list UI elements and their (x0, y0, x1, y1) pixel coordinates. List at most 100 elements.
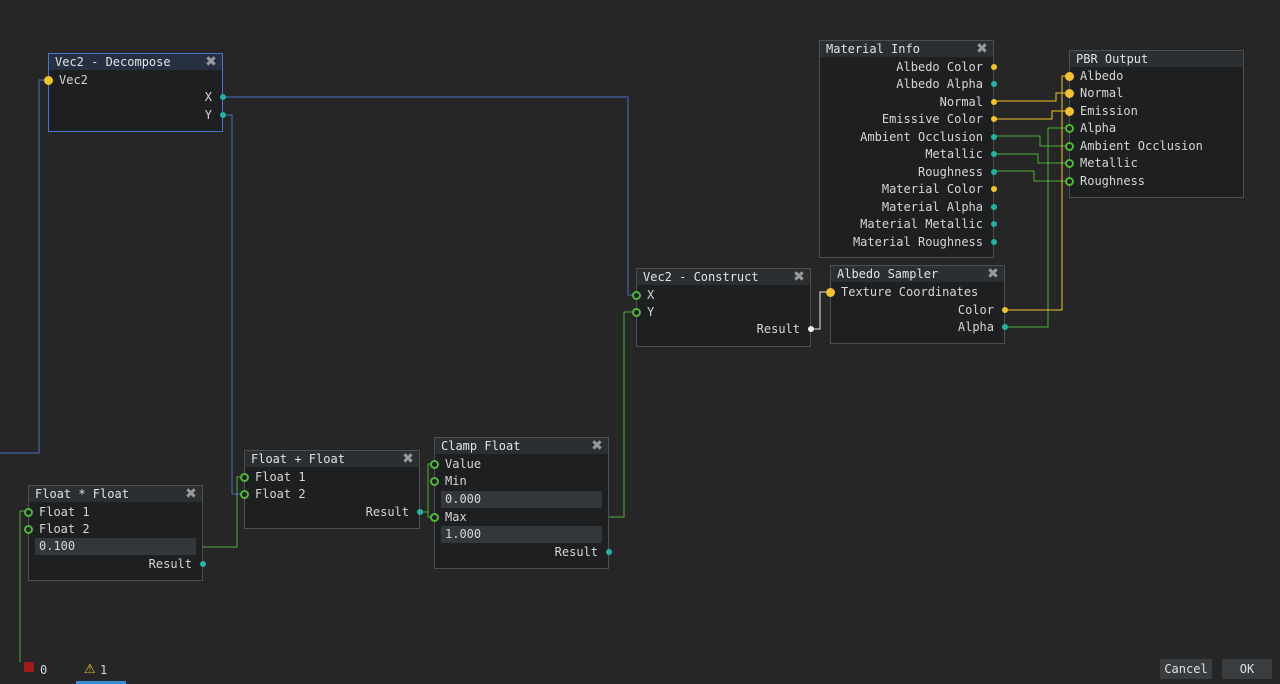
output-pin[interactable] (991, 239, 997, 245)
close-icon[interactable]: ✖ (205, 54, 217, 70)
input-pin[interactable] (1065, 89, 1074, 98)
node-title[interactable]: Vec2 - Construct ✖ (637, 269, 810, 285)
output-pin[interactable] (991, 151, 997, 157)
input-pin[interactable] (1065, 159, 1074, 168)
wire-emissive-to-pbr-emission (993, 110, 1069, 120)
node-title[interactable]: Material Info ✖ (820, 41, 993, 57)
input-pin[interactable] (44, 76, 53, 85)
input-row: Albedo (1065, 68, 1243, 85)
input-label: Y (647, 305, 655, 319)
ok-button[interactable]: OK (1222, 659, 1272, 679)
input-label: Value (445, 457, 482, 471)
output-pin[interactable] (991, 64, 997, 70)
node-title[interactable]: Albedo Sampler ✖ (831, 266, 1004, 282)
input-pin[interactable] (632, 308, 641, 317)
output-label: Result (148, 557, 192, 571)
input-row: Y (632, 304, 810, 321)
input-pin[interactable] (1065, 177, 1074, 186)
input-pin[interactable] (1065, 124, 1074, 133)
input-row: Metallic (1065, 155, 1243, 172)
node-vec2-construct[interactable]: Vec2 - Construct ✖ X Y Result (632, 268, 814, 347)
output-pin[interactable] (991, 99, 997, 105)
node-title[interactable]: Float * Float ✖ (29, 486, 202, 502)
error-icon[interactable] (24, 662, 34, 672)
input-label: Float 1 (255, 470, 306, 484)
output-pin[interactable] (991, 134, 997, 140)
output-label: Y (204, 108, 212, 122)
output-pin[interactable] (991, 186, 997, 192)
output-label: Material Color (881, 182, 983, 196)
output-label: Material Metallic (860, 217, 983, 231)
input-pin[interactable] (1065, 107, 1074, 116)
output-pin[interactable] (991, 221, 997, 227)
error-count: 0 (40, 663, 48, 677)
input-row: Max (430, 509, 608, 526)
node-clamp-float[interactable]: Clamp Float ✖ Value Min 0.000 Max 1.000 … (430, 437, 612, 569)
node-pbr-output[interactable]: PBR Output Albedo Normal Emission Alpha … (1065, 50, 1244, 198)
close-icon[interactable]: ✖ (793, 269, 805, 285)
wire-offscreen-to-decompose-vec2 (0, 79, 47, 454)
input-row: Vec2 (44, 72, 222, 89)
input-label: Float 2 (39, 522, 90, 536)
input-pin[interactable] (24, 508, 33, 517)
node-float-add[interactable]: Float + Float ✖ Float 1 Float 2 Result (240, 450, 423, 529)
input-row: Min (430, 473, 608, 490)
input-pin[interactable] (1065, 142, 1074, 151)
output-label: Color (957, 303, 994, 317)
input-row: Ambient Occlusion (1065, 138, 1243, 155)
input-pin[interactable] (632, 291, 641, 300)
input-pin[interactable] (24, 525, 33, 534)
input-pin[interactable] (240, 490, 249, 499)
node-title[interactable]: Vec2 - Decompose ✖ (49, 54, 222, 70)
close-icon[interactable]: ✖ (976, 41, 988, 57)
node-vec2-decompose[interactable]: Vec2 - Decompose ✖ Vec2 X Y (44, 53, 226, 132)
node-title[interactable]: PBR Output (1070, 51, 1243, 67)
output-pin[interactable] (991, 81, 997, 87)
output-pin[interactable] (417, 509, 423, 515)
output-pin[interactable] (991, 169, 997, 175)
output-pin[interactable] (991, 116, 997, 122)
float2-value-field[interactable]: 0.100 (35, 538, 196, 555)
node-title[interactable]: Clamp Float ✖ (435, 438, 608, 454)
close-icon[interactable]: ✖ (402, 451, 414, 467)
output-row: Color (831, 302, 1008, 319)
output-label: Emissive Color (881, 112, 983, 126)
output-row: Albedo Color (820, 59, 997, 76)
input-row: Normal (1065, 85, 1243, 102)
close-icon[interactable]: ✖ (987, 266, 999, 282)
wire-normal-to-pbr-normal (993, 92, 1069, 102)
output-pin[interactable] (808, 326, 814, 332)
wire-clamp-result-to-construct-y (609, 311, 636, 518)
warning-icon[interactable]: ⚠ (84, 662, 96, 677)
output-pin[interactable] (220, 94, 226, 100)
output-pin[interactable] (1002, 324, 1008, 330)
close-icon[interactable]: ✖ (185, 486, 197, 502)
input-row: Value (430, 456, 608, 473)
output-label: Result (554, 545, 598, 559)
max-value-field[interactable]: 1.000 (441, 526, 602, 543)
input-pin[interactable] (430, 460, 439, 469)
node-material-info[interactable]: Material Info ✖ Albedo Color Albedo Alph… (819, 40, 997, 258)
input-pin[interactable] (826, 288, 835, 297)
input-row: Float 1 (24, 504, 202, 521)
node-albedo-sampler[interactable]: Albedo Sampler ✖ Texture Coordinates Col… (826, 265, 1008, 344)
output-row: Metallic (820, 146, 997, 163)
close-icon[interactable]: ✖ (591, 438, 603, 454)
output-pin[interactable] (200, 561, 206, 567)
input-label: Max (445, 510, 467, 524)
output-pin[interactable] (606, 549, 612, 555)
output-pin[interactable] (991, 204, 997, 210)
node-float-mul[interactable]: Float * Float ✖ Float 1 Float 2 0.100 Re… (24, 485, 206, 581)
input-pin[interactable] (1065, 72, 1074, 81)
node-title[interactable]: Float + Float ✖ (245, 451, 419, 467)
min-value-field[interactable]: 0.000 (441, 491, 602, 508)
output-pin[interactable] (1002, 307, 1008, 313)
cancel-button[interactable]: Cancel (1160, 659, 1212, 679)
input-pin[interactable] (430, 513, 439, 522)
input-row: Emission (1065, 103, 1243, 120)
wire-add-result-to-clamp-value (420, 463, 434, 513)
output-pin[interactable] (220, 112, 226, 118)
output-row: Normal (820, 94, 997, 111)
input-pin[interactable] (240, 473, 249, 482)
input-pin[interactable] (430, 477, 439, 486)
